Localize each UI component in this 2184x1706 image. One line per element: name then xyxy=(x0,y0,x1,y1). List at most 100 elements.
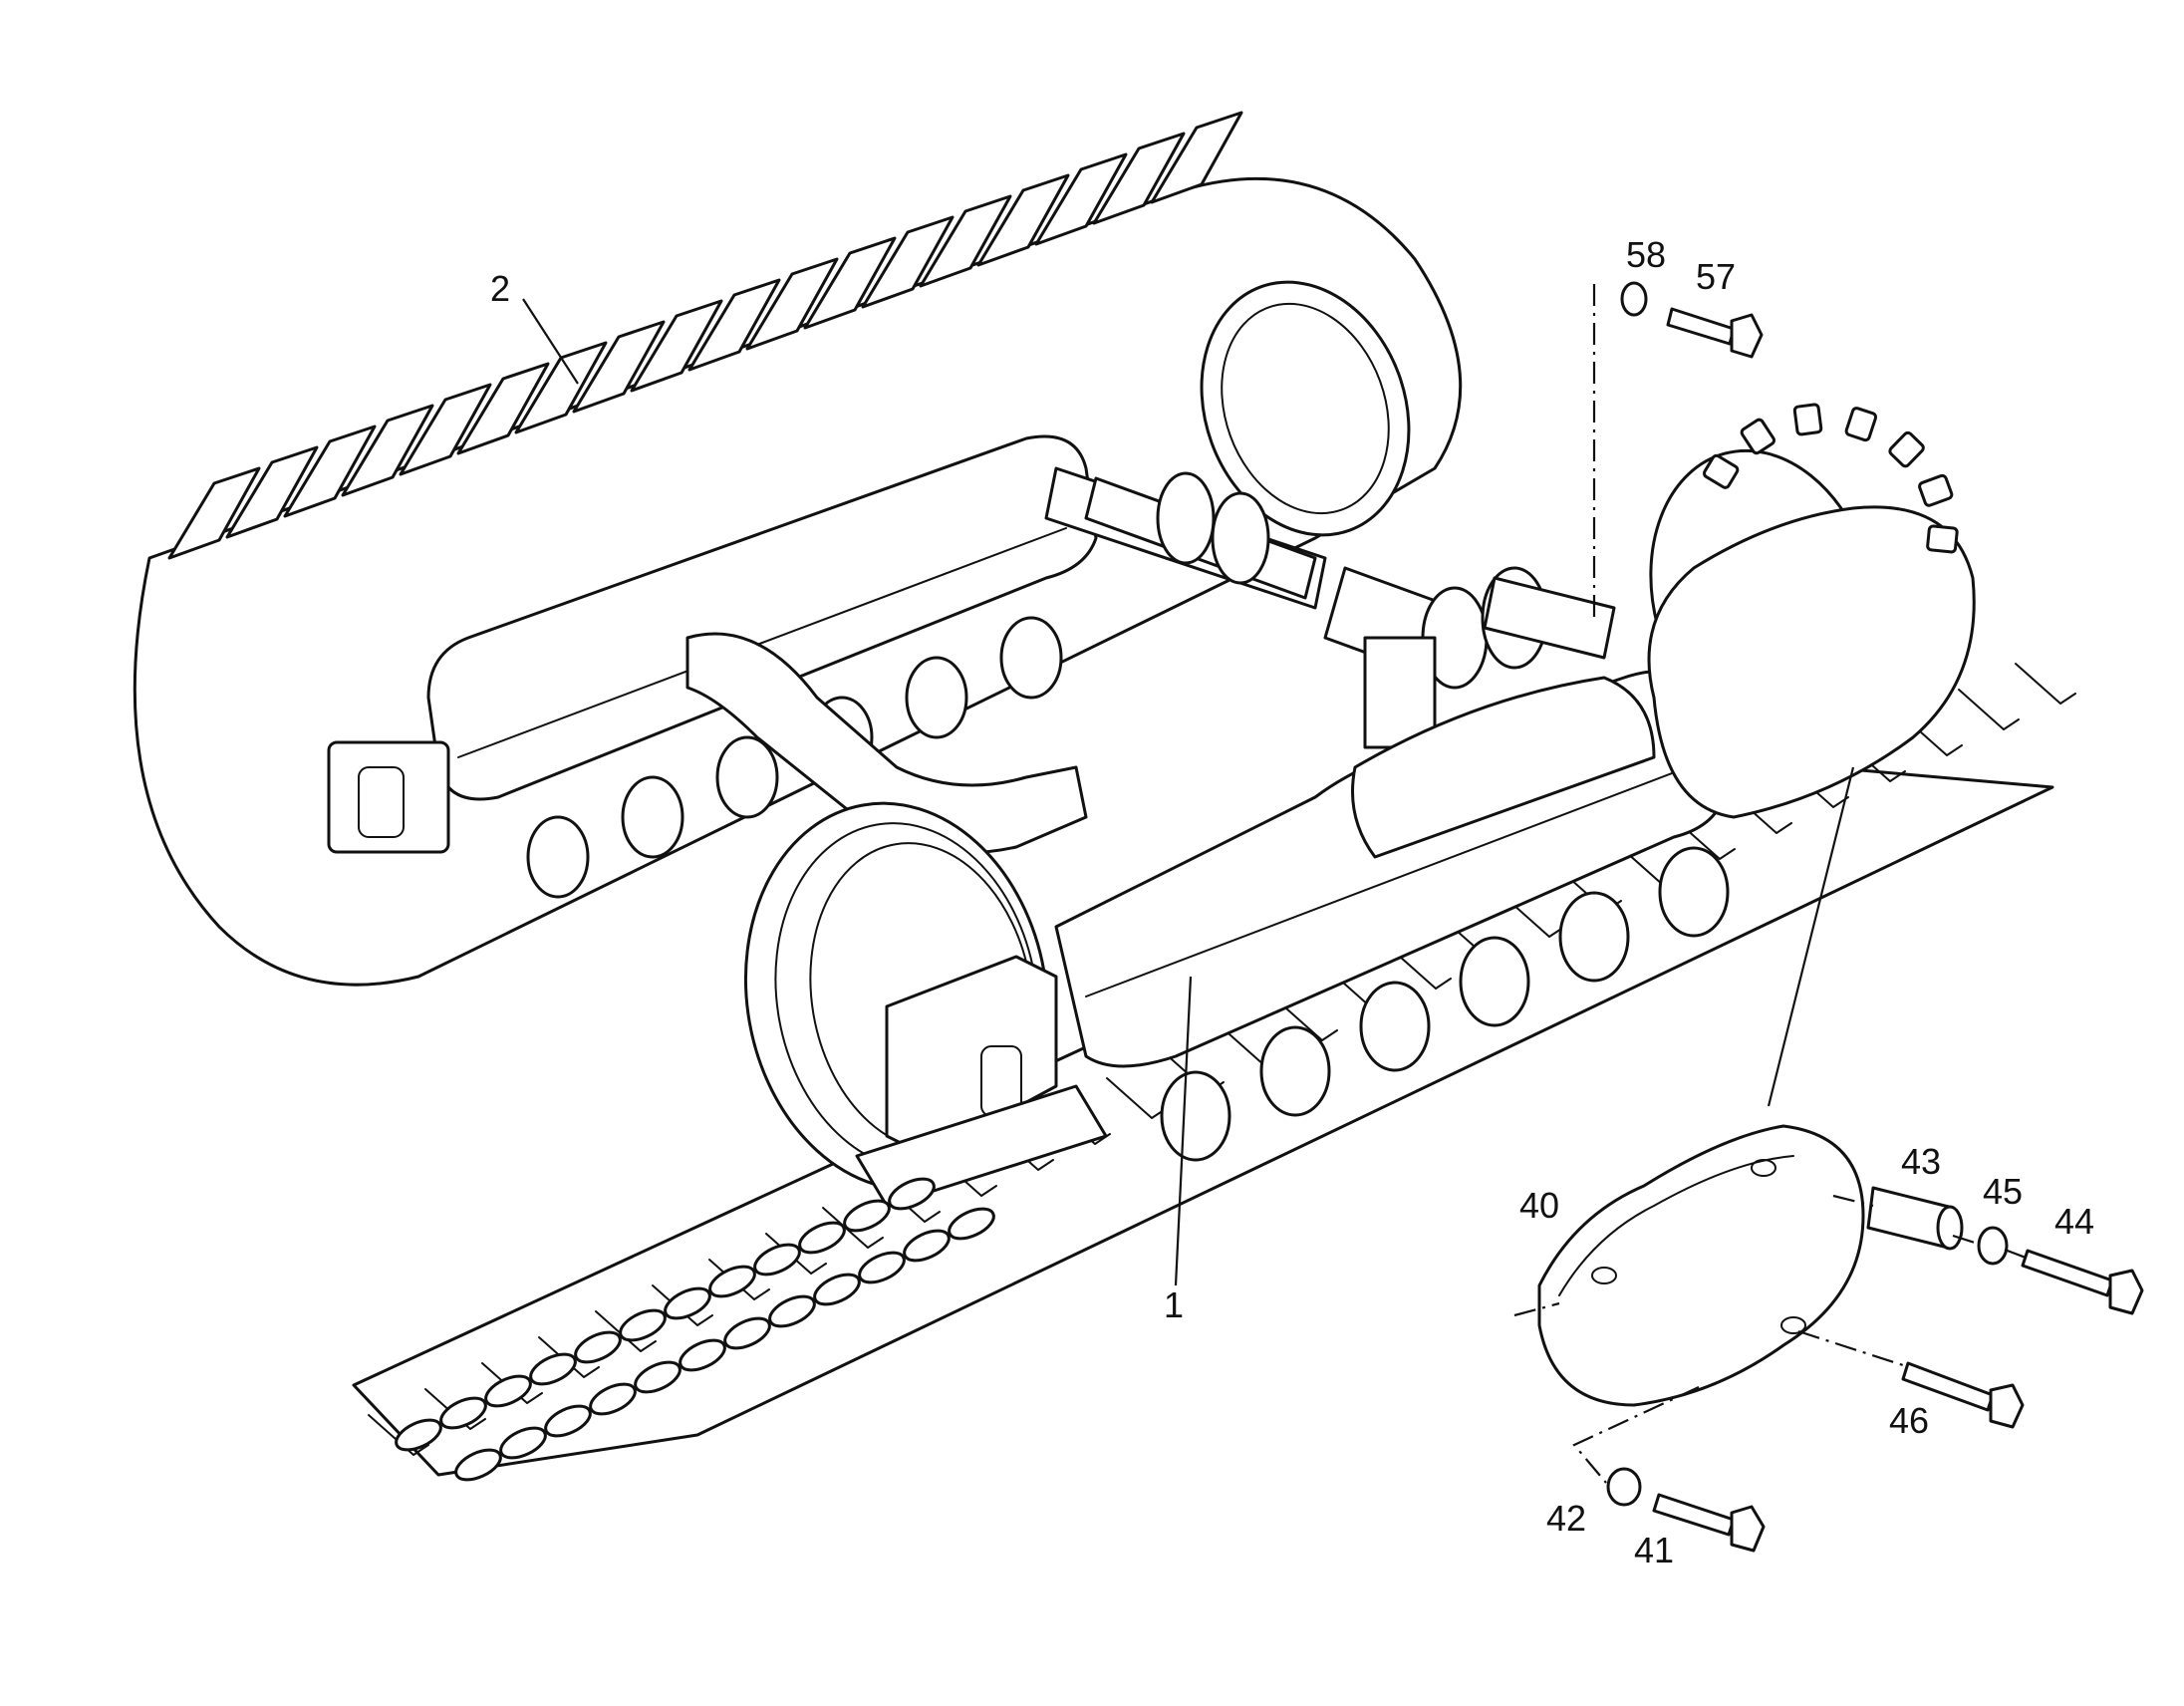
track-shoe xyxy=(595,1310,657,1352)
chain-link xyxy=(634,1360,682,1394)
callout-43: 43 xyxy=(1901,1141,1941,1182)
callout-1: 1 xyxy=(1164,1284,1184,1325)
chain-link xyxy=(439,1396,487,1430)
bolt-44 xyxy=(2021,1249,2114,1297)
chain-link xyxy=(768,1294,816,1328)
chain-link xyxy=(858,1251,906,1284)
track-shoe xyxy=(630,299,723,393)
track-shoe xyxy=(1092,132,1186,225)
chain-link xyxy=(619,1308,667,1342)
sprocket-tooth xyxy=(1792,403,1823,436)
chain-link xyxy=(888,1177,936,1211)
rear-track-shoes xyxy=(167,111,1243,560)
callout-58: 58 xyxy=(1626,234,1666,275)
track-shoe xyxy=(368,1414,429,1456)
track-shoe xyxy=(1276,999,1338,1041)
chain-link xyxy=(529,1352,577,1386)
track-shoe xyxy=(341,404,434,497)
track-shoe xyxy=(481,1362,543,1404)
track-shoe xyxy=(572,320,666,414)
sprocket-tooth xyxy=(1702,453,1740,489)
chain-link xyxy=(723,1316,771,1350)
bolt-41-head xyxy=(1730,1505,1766,1553)
chain-link xyxy=(708,1265,756,1298)
track-roller xyxy=(1459,936,1530,1027)
track-roller xyxy=(1558,891,1630,983)
chain-link xyxy=(589,1382,637,1416)
chain-link xyxy=(679,1338,726,1372)
chain-link xyxy=(499,1426,547,1460)
chain-link xyxy=(664,1286,711,1320)
track-shoe xyxy=(1034,152,1128,246)
chain-link xyxy=(484,1374,532,1408)
track-roller xyxy=(715,735,779,819)
track-shoe xyxy=(976,173,1070,267)
chain-link xyxy=(843,1199,891,1233)
track-shoe xyxy=(399,383,492,476)
callout-46: 46 xyxy=(1889,1400,1929,1441)
sprocket-tooth xyxy=(1740,418,1775,455)
track-shoe xyxy=(538,1336,600,1378)
chain-link xyxy=(948,1207,995,1241)
washer-58 xyxy=(1620,281,1648,317)
exploded-parts xyxy=(1513,281,2144,1553)
chain-link xyxy=(544,1404,592,1438)
track-shoe xyxy=(745,257,839,351)
track-chain-links xyxy=(395,1177,995,1482)
track-shoe xyxy=(1150,111,1243,204)
chain-link xyxy=(798,1221,846,1255)
track-shoe xyxy=(822,1207,884,1249)
chain-link xyxy=(395,1418,442,1452)
track-shoe xyxy=(803,236,897,330)
chain-link xyxy=(753,1243,801,1277)
callout-45: 45 xyxy=(1983,1171,2023,1212)
track-shoe xyxy=(1958,689,2020,730)
track-shoe xyxy=(652,1284,713,1326)
bolt-44-head xyxy=(2108,1269,2144,1315)
track-roller xyxy=(1160,1070,1231,1162)
sprocket-tooth xyxy=(1844,407,1878,442)
bolt-57-head xyxy=(1730,313,1764,359)
track-shoe xyxy=(283,425,377,518)
sprocket-tooth xyxy=(1888,430,1925,468)
callout-2: 2 xyxy=(490,268,510,309)
bolt-46 xyxy=(1901,1361,1995,1412)
callout-42: 42 xyxy=(1546,1498,1586,1539)
sprocket-teeth xyxy=(1702,403,1959,554)
callout-44: 44 xyxy=(2054,1201,2094,1242)
track-shoe xyxy=(687,278,781,372)
track-shoe xyxy=(2015,663,2076,705)
chain-link xyxy=(574,1330,622,1364)
track-roller xyxy=(905,656,968,739)
track-roller xyxy=(1658,846,1730,938)
track-shoe xyxy=(919,194,1012,288)
bolt-46-head xyxy=(1989,1383,2025,1429)
chain-link xyxy=(903,1229,951,1263)
washer-45 xyxy=(1977,1226,2009,1266)
chain-link xyxy=(813,1273,861,1306)
callout-labels: 2 1 40 43 45 44 46 42 41 58 57 xyxy=(490,234,2094,1570)
track-shoe xyxy=(167,466,261,560)
track-shoe xyxy=(861,215,955,309)
washer-42 xyxy=(1606,1467,1642,1507)
track-shoe xyxy=(1390,948,1452,990)
track-roller xyxy=(1359,981,1431,1072)
sprocket-tooth xyxy=(1918,473,1954,507)
callout-40: 40 xyxy=(1519,1185,1559,1226)
track-roller xyxy=(999,616,1063,700)
track-roller xyxy=(1259,1025,1331,1117)
track-shoe xyxy=(424,1388,486,1430)
callout-41: 41 xyxy=(1634,1530,1674,1570)
track-shoe xyxy=(456,362,550,455)
front-track-rollers xyxy=(1160,846,1730,1162)
leader-lines xyxy=(522,298,1855,1286)
sprocket-tooth xyxy=(1926,524,1959,554)
bolt-57 xyxy=(1666,307,1736,346)
track-roller xyxy=(526,815,590,899)
callout-57: 57 xyxy=(1696,256,1736,297)
front-track-assembly xyxy=(352,403,2076,1482)
bolt-41 xyxy=(1652,1493,1736,1537)
cross-frame xyxy=(685,466,1616,855)
track-roller xyxy=(621,775,684,859)
